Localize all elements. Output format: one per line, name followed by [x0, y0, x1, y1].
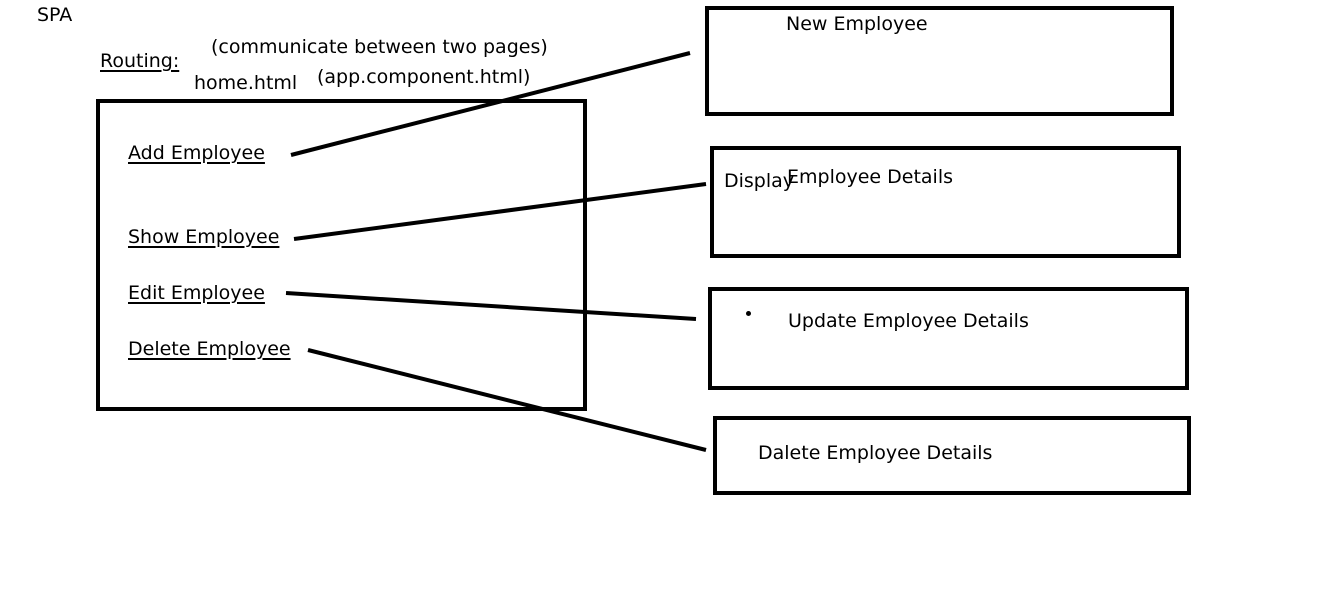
delete-employee-box [713, 416, 1191, 495]
delete-employee-title: Dalete Employee Details [758, 442, 993, 464]
routing-label: Routing: [100, 50, 180, 72]
show-to-details-connector [293, 182, 707, 241]
employee-details-box [710, 146, 1181, 258]
annotation-communicate: (communicate between two pages) [211, 36, 548, 58]
display-prefix: Display [724, 170, 795, 192]
add-employee-link[interactable]: Add Employee [128, 142, 265, 164]
new-employee-title: New Employee [786, 13, 928, 35]
new-employee-box [705, 6, 1174, 116]
delete-employee-link[interactable]: Delete Employee [128, 338, 291, 360]
diagram-title: SPA [37, 4, 73, 26]
employee-details-title: Employee Details [787, 166, 954, 188]
app-component-label: (app.component.html) [317, 66, 531, 88]
add-to-new-connector [290, 51, 691, 157]
home-page-box [96, 99, 587, 411]
show-employee-link[interactable]: Show Employee [128, 226, 280, 248]
delete-to-delete-connector [307, 348, 707, 452]
edit-employee-link[interactable]: Edit Employee [128, 282, 265, 304]
update-employee-box [708, 287, 1189, 390]
update-employee-title: Update Employee Details [788, 310, 1029, 332]
home-file-label: home.html [194, 72, 298, 94]
stray-dot [746, 311, 751, 316]
edit-to-update-connector [285, 291, 697, 321]
